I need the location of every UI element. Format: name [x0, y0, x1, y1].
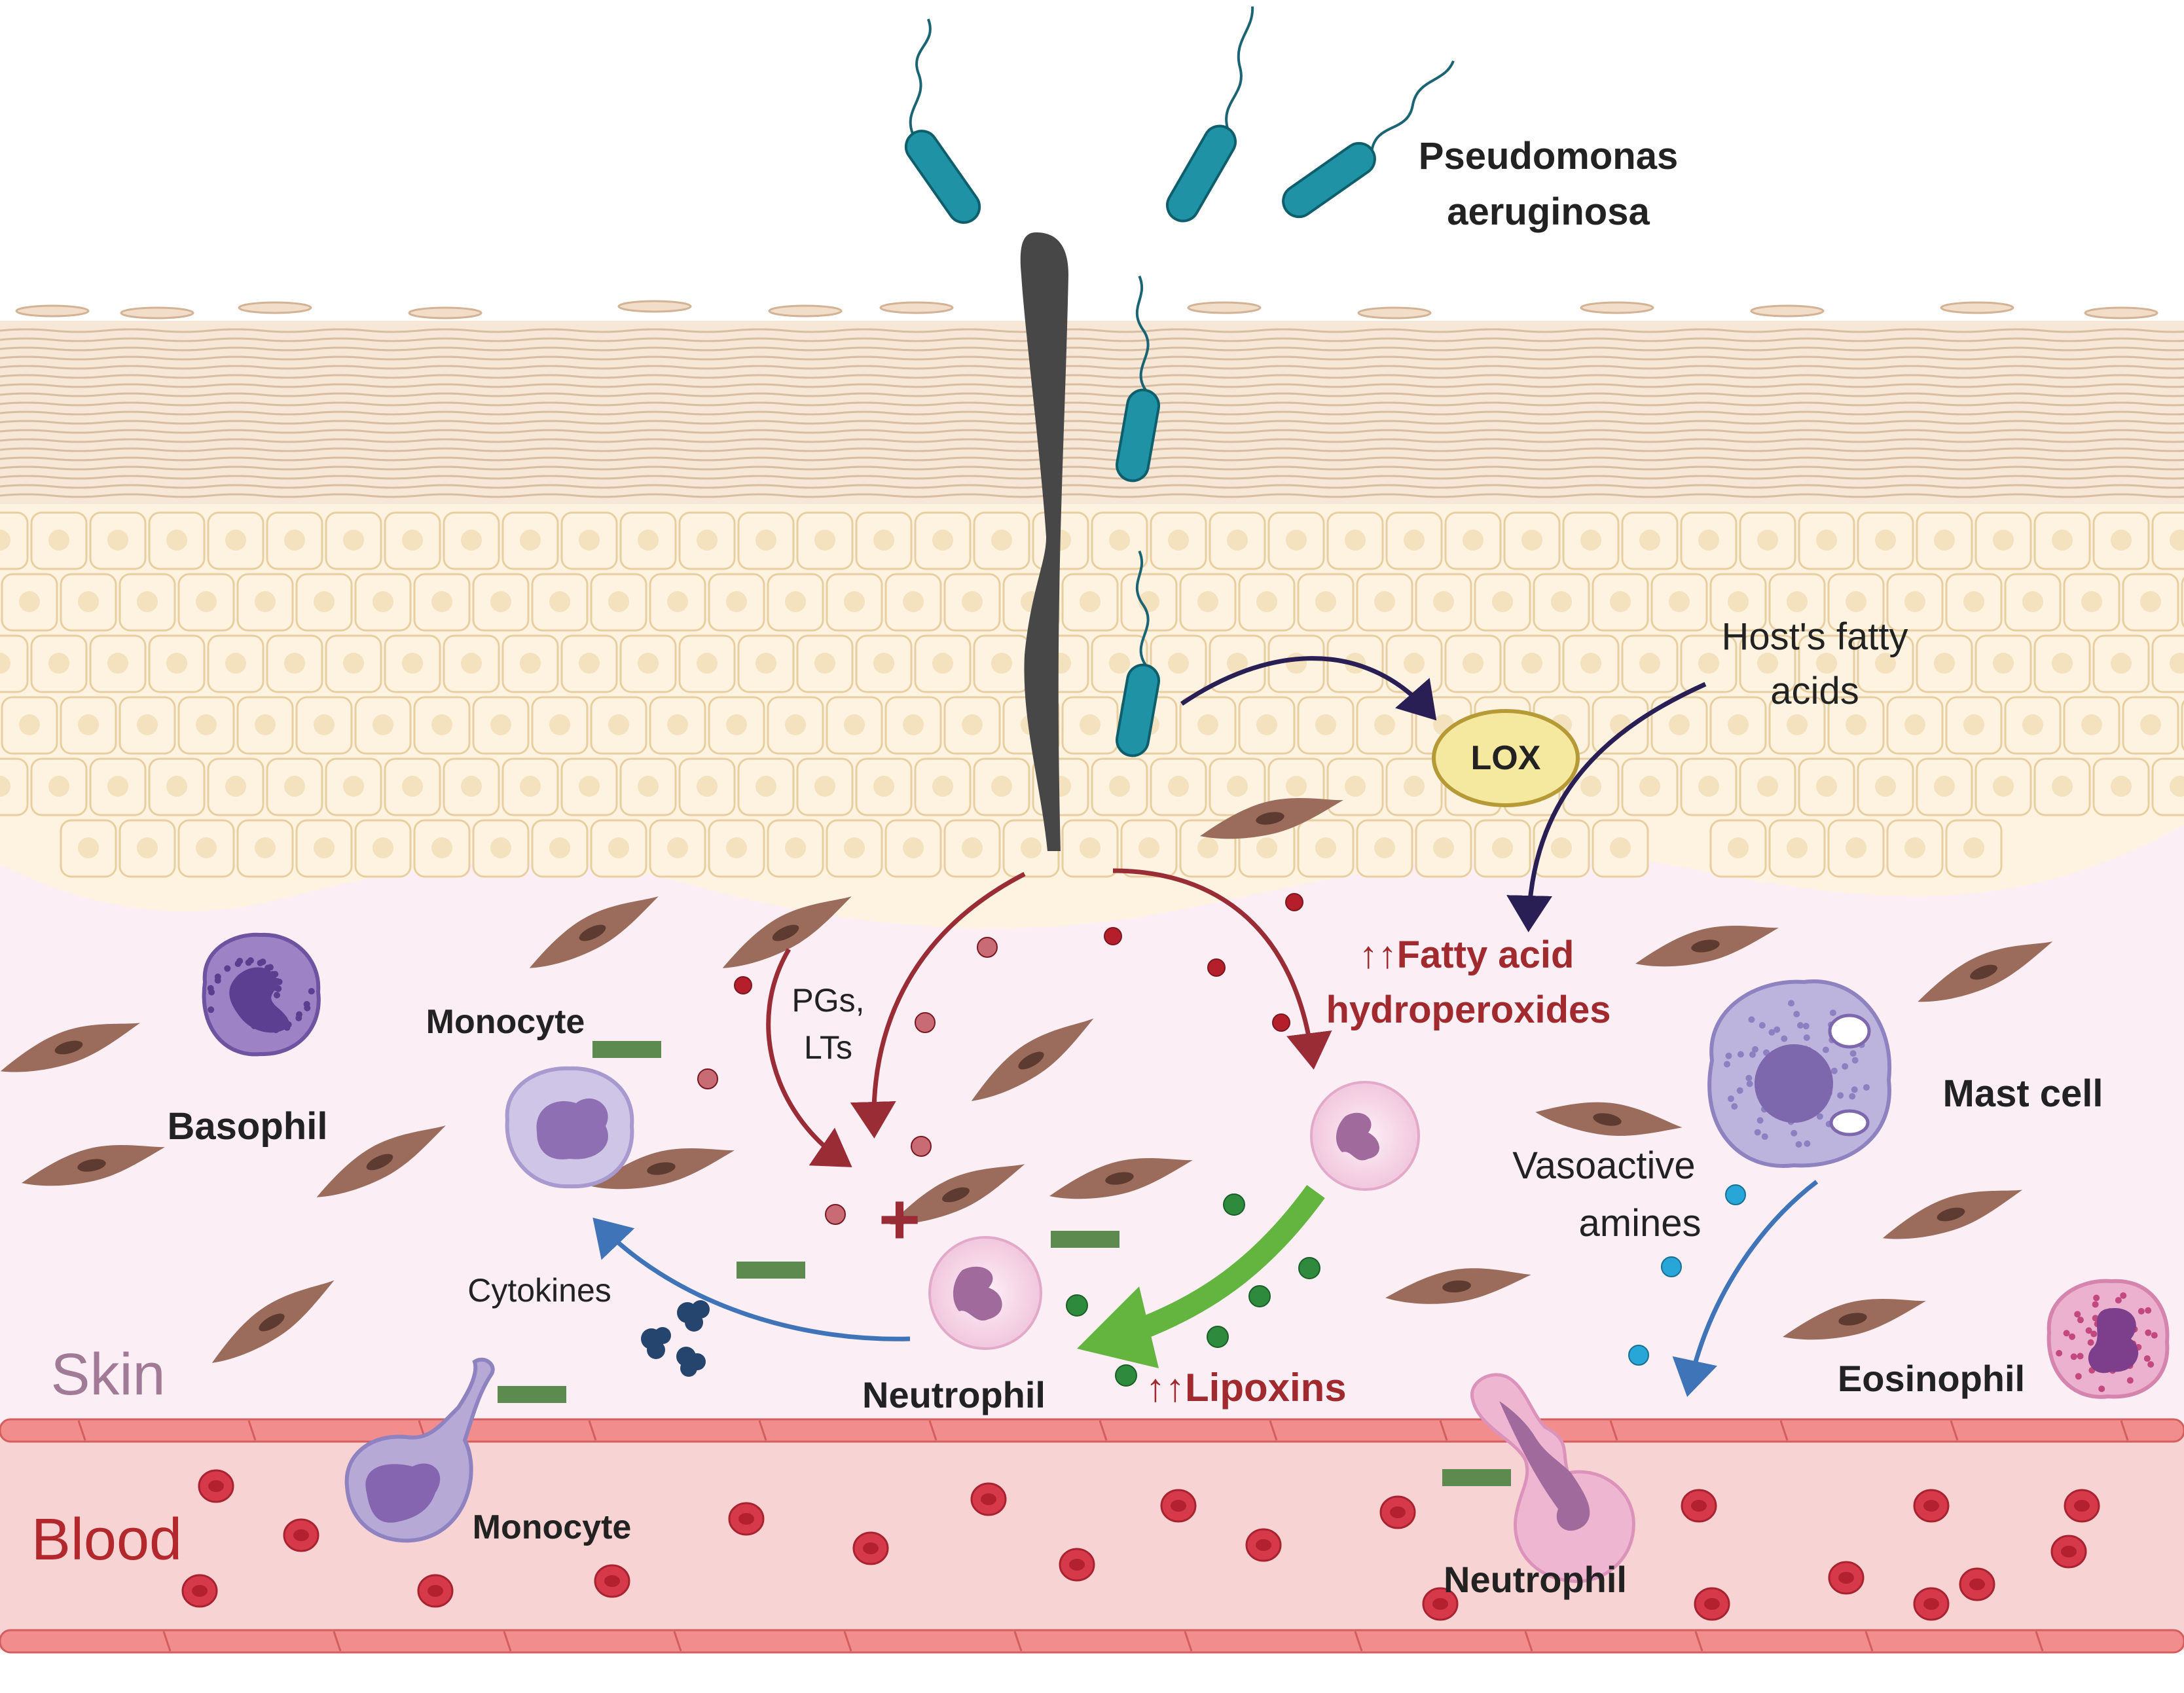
- activation-plus-sign: +: [879, 1179, 920, 1260]
- molecule-dots: [697, 893, 1746, 1387]
- basophil-cell: [202, 932, 321, 1057]
- fatty-acids-to-lox-arrow: [1506, 682, 1707, 932]
- monocyte-blood-label: Monocyte: [473, 1508, 632, 1546]
- pgs-lts-arrow-2: [766, 948, 852, 1167]
- inhibition-bar: [1442, 1469, 1511, 1486]
- monocyte-blood-cell: [344, 1357, 495, 1543]
- pgs-lts-line1: PGs,: [792, 982, 864, 1019]
- hair-shaft: [1020, 232, 1068, 851]
- bacteria-label-line2: aeruginosa: [1447, 191, 1650, 233]
- inhibition-bar: [498, 1386, 566, 1403]
- neutrophil-skin-cell: [928, 1236, 1042, 1350]
- lox-enzyme: LOX: [1432, 709, 1580, 807]
- neutrophil-blood-label: Neutrophil: [1444, 1559, 1627, 1600]
- eosinophil-label: Eosinophil: [1838, 1358, 2025, 1399]
- cytokine-cluster: [641, 1300, 710, 1377]
- lipoxins-label: ↑↑Lipoxins: [1146, 1366, 1347, 1410]
- inhibition-bars: [498, 1041, 1511, 1486]
- eosinophil-cell: [2047, 1279, 2170, 1399]
- blood-region-label: Blood: [31, 1507, 182, 1573]
- bacteria-to-lox-arrow: [1180, 656, 1437, 721]
- skin-region-label: Skin: [50, 1342, 165, 1408]
- neutrophil-skin-cell-top: [1310, 1081, 1420, 1191]
- bacteria-group: [904, 6, 1455, 757]
- host-fatty-acids-line1: Host's fatty: [1721, 615, 1908, 658]
- host-fatty-acids-line2: acids: [1770, 670, 1859, 712]
- lipoxin-arrowhead: [1077, 1286, 1159, 1368]
- mast-cell-label: Mast cell: [1943, 1072, 2103, 1115]
- labels: Pseudomonas aeruginosa Host's fatty acid…: [31, 135, 2103, 1600]
- cytokine-arrow: [592, 1217, 911, 1341]
- inhibition-bar: [1051, 1231, 1119, 1248]
- neutrophil-skin-label: Neutrophil: [862, 1374, 1046, 1415]
- basophil-label: Basophil: [168, 1105, 328, 1148]
- bacteria-label-line1: Pseudomonas: [1419, 135, 1678, 177]
- hydroperoxide-arrow: [1112, 868, 1332, 1070]
- fatty-acid-hydroperoxides-line1: ↑↑Fatty acid: [1359, 934, 1574, 976]
- vasoactive-arrow: [1672, 1180, 1819, 1397]
- arrows: [592, 656, 1819, 1397]
- fibroblast-cells: [0, 798, 2053, 1363]
- inhibition-bar: [737, 1262, 805, 1279]
- cytokines-label: Cytokines: [467, 1272, 611, 1309]
- inhibition-bar: [592, 1041, 661, 1058]
- stratum-corneum: [0, 300, 2184, 504]
- monocyte-skin-cell: [505, 1066, 634, 1189]
- pgs-lts-arrow-1: [850, 871, 1026, 1138]
- pgs-lts-line2: LTs: [804, 1029, 852, 1066]
- vasoactive-amines-line1: Vasoactive: [1512, 1144, 1695, 1187]
- vasoactive-amines-line2: amines: [1579, 1202, 1702, 1245]
- neutrophil-blood-cell: [1470, 1373, 1635, 1583]
- lox-label: LOX: [1471, 739, 1541, 777]
- blood-vessel: [0, 1418, 2184, 1654]
- epidermis: [0, 504, 2184, 928]
- monocyte-skin-label: Monocyte: [426, 1003, 585, 1041]
- mast-cell: [1707, 979, 1892, 1168]
- fatty-acid-hydroperoxides-line2: hydroperoxides: [1326, 989, 1611, 1031]
